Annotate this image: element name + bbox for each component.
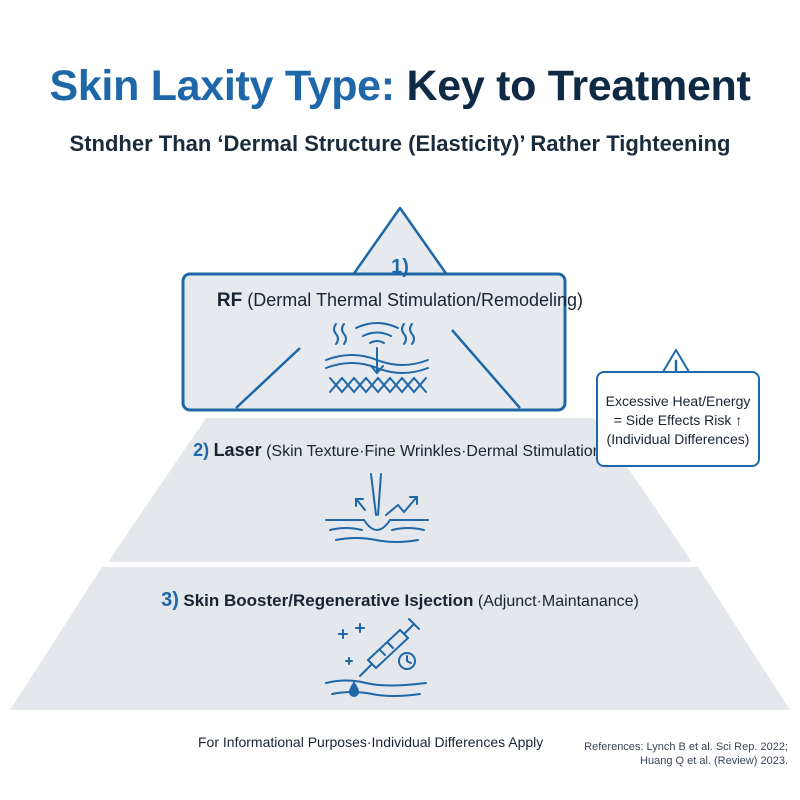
title-rest: Key to Treatment <box>406 62 751 110</box>
page-subtitle: Stndher Than ‘Dermal Structure (Elastici… <box>69 131 731 156</box>
page-title: Skin Laxity Type: Key to Treatment <box>0 62 800 111</box>
disclaimer: For Informational Purposes·Individual Di… <box>198 734 544 750</box>
laser-skin-icon <box>325 473 429 543</box>
tier-3-detail: (Adjunct·Maintanance) <box>477 593 639 610</box>
syringe-injection-icon <box>325 618 427 697</box>
warning-text: Excessive Heat/Energy = Side Effects Ris… <box>596 392 760 449</box>
tier-2-number: 2) <box>193 440 210 460</box>
reference-2: Huang Q et al. (Review) 2023. <box>640 755 788 767</box>
references: References: Lynch B et al. Sci Rep. 2022… <box>584 740 788 768</box>
tier-3-label: 3) Skin Booster/Regenerative Isjection (… <box>0 589 800 612</box>
tier-1-label: RF (Dermal Thermal Stimulation/Remodelin… <box>0 290 800 312</box>
tier-2-detail: (Skin Texture·Fine Wrinkles·Dermal Stimu… <box>266 443 607 460</box>
warning-line-1: Excessive Heat/Energy <box>605 393 751 409</box>
apex-line-right <box>451 329 521 409</box>
tier-3-number: 3) <box>161 589 179 611</box>
tier-2-band <box>108 418 692 562</box>
tier-1-number: 1) <box>391 256 409 278</box>
tier-2-label: 2) Laser (Skin Texture·Fine Wrinkles·Der… <box>0 440 800 461</box>
reference-1: References: Lynch B et al. Sci Rep. 2022… <box>584 741 788 753</box>
apex-line-left <box>235 347 301 409</box>
tier-3-name: Skin Booster/Regenerative Isjection <box>183 591 474 610</box>
tier-1-name: RF <box>216 290 243 311</box>
warning-line-3: (Individual Differences) <box>606 431 750 447</box>
warning-line-2: = Side Effects Risk ↑ <box>613 412 743 428</box>
rf-heat-dermis-icon <box>325 322 429 394</box>
tier-2-name: Laser <box>213 440 262 460</box>
tier-1-detail: (Dermal Thermal Stimulation/Remodeling) <box>247 290 584 310</box>
tier-3-band <box>10 567 790 710</box>
title-accent: Skin Laxity Type: <box>49 62 395 110</box>
warning-box <box>596 371 760 467</box>
